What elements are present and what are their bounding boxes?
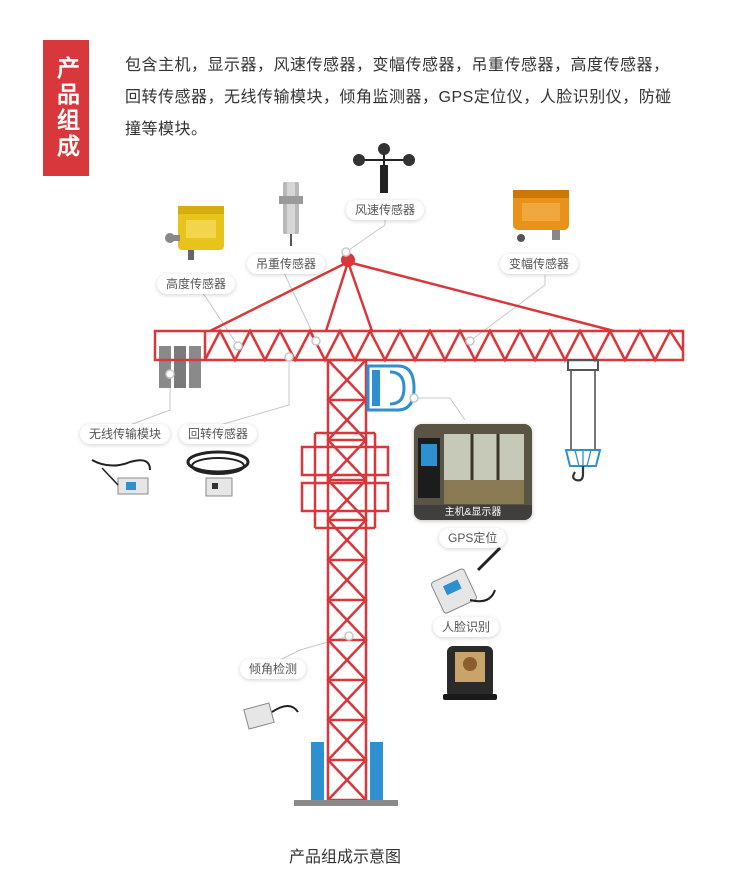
gps-locator-icon: [430, 546, 502, 614]
label-gps: GPS定位: [439, 528, 507, 548]
label-face-recognition: 人脸识别: [433, 617, 500, 637]
tilt-sensor-icon: [243, 702, 299, 730]
climbing-frame: [300, 431, 390, 530]
host-display-label: 主机&显示器: [414, 505, 532, 520]
label-slewing-sensor: 回转传感器: [179, 424, 258, 444]
cab-interior-illustration: [414, 424, 532, 520]
diagram-caption: 产品组成示意图: [288, 849, 401, 866]
limit-switch-orange-icon: [513, 190, 569, 242]
crane-mast: [326, 358, 368, 802]
label-wind-sensor: 风速传感器: [346, 200, 425, 220]
wireless-module-icon: [91, 459, 151, 495]
anemometer-icon: [353, 143, 415, 193]
sensor-anchor-dots: [165, 247, 475, 641]
counterweight: [159, 346, 201, 388]
label-wireless-module: 无线传输模块: [80, 424, 171, 444]
label-tilt-detection: 倾角检测: [240, 659, 307, 679]
crane-hook: [564, 359, 602, 482]
label-hoist-sensor: 吊重传感器: [247, 254, 326, 274]
intro-text: 包含主机，显示器，风速传感器，变幅传感器，吊重传感器，高度传感器，回转传感器，无…: [125, 57, 672, 138]
slewing-sensor-icon: [186, 450, 250, 497]
limit-switch-yellow-icon: [165, 206, 224, 260]
crane-base: [294, 742, 398, 806]
label-height-sensor: 高度传感器: [157, 274, 236, 294]
operator-cab: [366, 364, 416, 412]
host-display-photo: 主机&显示器: [414, 424, 532, 520]
crane-jib: [153, 260, 685, 363]
load-pin-icon: [279, 182, 303, 246]
section-tab: 产品组成: [43, 40, 89, 176]
face-recognition-terminal-icon: [443, 646, 497, 700]
label-luffing-sensor: 变幅传感器: [500, 254, 579, 274]
